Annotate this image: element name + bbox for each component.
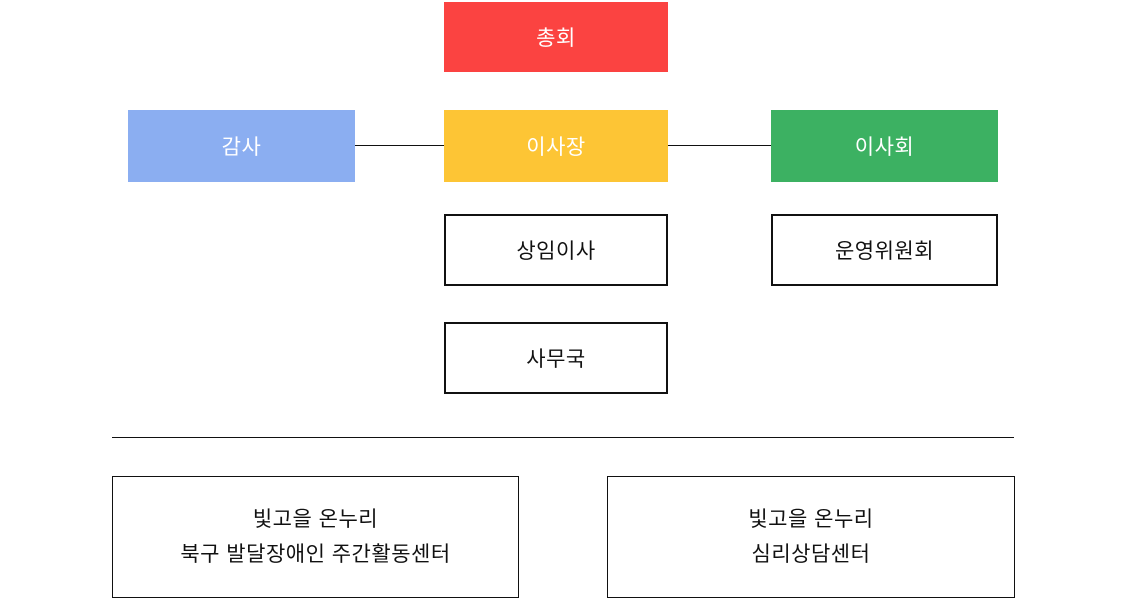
affiliate-box-day-activity-center: 빛고을 온누리 북구 발달장애인 주간활동센터 bbox=[112, 476, 519, 598]
org-node-chairman-label: 이사장 bbox=[526, 136, 586, 159]
org-node-steering-committee-label: 운영위원회 bbox=[834, 240, 935, 263]
affiliate-box-counseling-center: 빛고을 온누리 심리상담센터 bbox=[607, 476, 1015, 598]
affiliate-day-activity-line2: 북구 발달장애인 주간활동센터 bbox=[180, 543, 451, 566]
affiliate-day-activity-line1: 빛고을 온누리 bbox=[252, 508, 379, 531]
affiliate-counseling-line1: 빛고을 온누리 bbox=[748, 508, 874, 531]
org-node-auditor-label: 감사 bbox=[221, 136, 262, 159]
org-node-board-label: 이사회 bbox=[854, 136, 915, 159]
org-node-secretariat: 사무국 bbox=[444, 322, 668, 394]
org-node-steering-committee: 운영위원회 bbox=[771, 214, 998, 286]
org-node-auditor: 감사 bbox=[128, 110, 355, 182]
connector-auditor-chairman bbox=[355, 145, 444, 146]
org-node-general-assembly: 총회 bbox=[444, 2, 668, 72]
org-node-board: 이사회 bbox=[771, 110, 998, 182]
org-node-standing-director-label: 상임이사 bbox=[516, 240, 596, 263]
org-node-chairman: 이사장 bbox=[444, 110, 668, 182]
org-node-standing-director: 상임이사 bbox=[444, 214, 668, 286]
affiliate-counseling-line2: 심리상담센터 bbox=[751, 543, 871, 566]
section-divider bbox=[112, 437, 1014, 438]
org-node-secretariat-label: 사무국 bbox=[526, 348, 586, 371]
connector-chairman-board bbox=[668, 145, 771, 146]
org-node-general-assembly-label: 총회 bbox=[536, 27, 576, 50]
